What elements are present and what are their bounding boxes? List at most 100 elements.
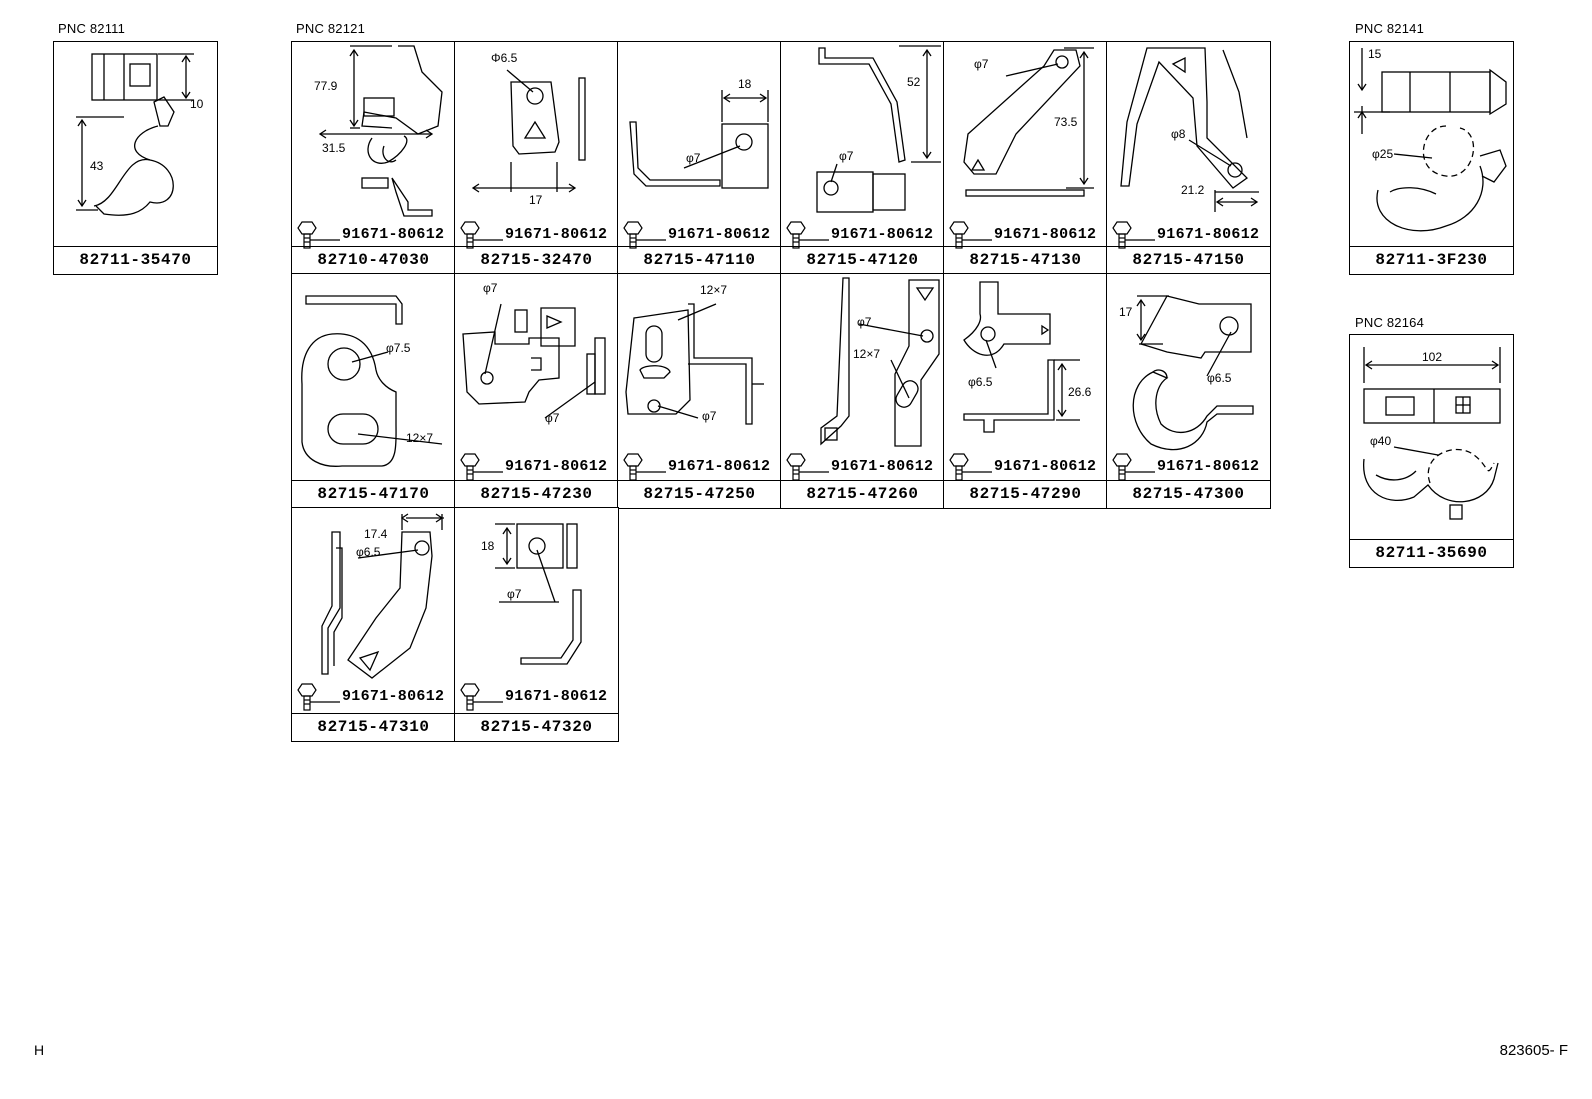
- bracket-drawing: φ7 φ7: [462, 281, 606, 425]
- part-cell-82715-47260[interactable]: φ7 12×7 91671-80612 82715-47260: [780, 273, 945, 509]
- dim-label: φ25: [1372, 147, 1393, 161]
- dim-label: φ7: [545, 411, 560, 425]
- bolt-icon: [460, 221, 503, 249]
- bolt-icon: [297, 221, 340, 249]
- dim-label: 17: [529, 193, 543, 207]
- part-number: 82715-47170: [292, 480, 455, 508]
- part-cell-82715-47130[interactable]: φ7 73.5 91671-80612 82715-47130: [943, 41, 1108, 275]
- dim-label: 102: [1422, 350, 1442, 364]
- bolt-row: 91671-80612: [459, 220, 619, 250]
- bolt-icon: [297, 683, 340, 711]
- dim-label: 21.2: [1181, 183, 1205, 197]
- part-number: 82715-47290: [944, 480, 1107, 508]
- bolt-icon: [623, 453, 666, 481]
- part-cell-82715-47300[interactable]: 17 φ6.5 91671-80612 82715-47300: [1106, 273, 1271, 509]
- bolt-row: 91671-80612: [948, 452, 1108, 482]
- bracket-drawing: φ6.5 26.6: [963, 281, 1092, 433]
- part-cell-82715-47320[interactable]: 18 φ7 91671-80612 82715-47320: [454, 507, 619, 742]
- bolt-icon: [949, 221, 992, 249]
- dim-label: φ8: [1171, 127, 1186, 141]
- bolt-part-number: 91671-80612: [505, 458, 608, 475]
- clamp-drawing: 102 φ40: [1363, 347, 1501, 520]
- clamp-drawing: 15 φ25: [1354, 47, 1507, 232]
- part-number: 82715-47310: [292, 713, 455, 741]
- bolt-part-number: 91671-80612: [831, 458, 934, 475]
- bolt-part-number: 91671-80612: [505, 226, 608, 243]
- clamp-drawing: 10 43: [76, 53, 204, 216]
- bracket-drawing: 18 φ7: [629, 77, 769, 189]
- footer-left-code: H: [34, 1042, 45, 1058]
- part-cell-82715-47290[interactable]: φ6.5 26.6 91671-80612 82715-47290: [943, 273, 1108, 509]
- dim-label: 17.4: [364, 527, 388, 541]
- part-number: 82715-47320: [455, 713, 618, 741]
- part-number: 82715-47250: [618, 480, 781, 508]
- dim-label: 77.9: [314, 79, 338, 93]
- dim-label: φ7.5: [386, 341, 411, 355]
- dim-label: φ7: [857, 315, 872, 329]
- dim-label: 31.5: [322, 141, 346, 155]
- bracket-drawing: 52 φ7: [816, 45, 941, 213]
- dim-label: 10: [190, 97, 204, 111]
- bolt-icon: [623, 221, 666, 249]
- bolt-row: 91671-80612: [948, 220, 1108, 250]
- dim-label: 15: [1368, 47, 1382, 61]
- part-cell-82715-47230[interactable]: φ7 φ7 91671-80612 82715-47230: [454, 273, 619, 509]
- part-cell-82715-47310[interactable]: 17.4 φ6.5 91671-80612 82715-47310: [291, 507, 456, 742]
- dim-label: φ6.5: [968, 375, 993, 389]
- part-cell-82711-35690[interactable]: 102 φ40 82711-35690: [1349, 334, 1514, 568]
- part-cell-82715-32470[interactable]: Φ6.5 17 91671-80612 82715-32470: [454, 41, 619, 275]
- dim-label: 17: [1119, 305, 1133, 319]
- dim-label: 43: [90, 159, 104, 173]
- part-cell-82711-35470[interactable]: 10 43 82711-35470: [53, 41, 218, 275]
- bolt-icon: [786, 221, 829, 249]
- bolt-icon: [786, 453, 829, 481]
- bolt-row: 91671-80612: [785, 220, 945, 250]
- bolt-icon: [460, 683, 503, 711]
- bolt-part-number: 91671-80612: [994, 226, 1097, 243]
- part-number: 82711-3F230: [1350, 246, 1513, 274]
- part-number: 82715-47120: [781, 246, 944, 274]
- bolt-row: 91671-80612: [1111, 220, 1271, 250]
- dim-label: φ7: [974, 57, 989, 71]
- bolt-part-number: 91671-80612: [505, 688, 608, 705]
- dim-label: φ7: [702, 409, 717, 423]
- bolt-part-number: 91671-80612: [994, 458, 1097, 475]
- bolt-icon: [1112, 453, 1155, 481]
- dim-label: 26.6: [1068, 385, 1092, 399]
- dim-label: φ40: [1370, 434, 1391, 448]
- bolt-row: 91671-80612: [296, 220, 456, 250]
- part-cell-82715-47110[interactable]: 18 φ7 91671-80612 82715-47110: [617, 41, 782, 275]
- bracket-drawing: φ7.5 12×7: [301, 295, 443, 467]
- dim-label: 12×7: [406, 431, 433, 445]
- bolt-row: 91671-80612: [296, 682, 456, 712]
- bolt-part-number: 91671-80612: [668, 226, 771, 243]
- part-cell-82710-47030[interactable]: 77.9 31.5 91671-80612 82710-47030: [291, 41, 456, 275]
- bracket-drawing: φ7 12×7: [820, 277, 940, 447]
- bolt-row: 91671-80612: [622, 452, 782, 482]
- dim-label: 52: [907, 75, 921, 89]
- bracket-drawing: Φ6.5 17: [471, 51, 586, 207]
- dim-label: φ7: [507, 587, 522, 601]
- dim-label: 18: [481, 539, 495, 553]
- dim-label: 12×7: [700, 283, 727, 297]
- bolt-part-number: 91671-80612: [1157, 458, 1260, 475]
- dim-label: 73.5: [1054, 115, 1078, 129]
- part-cell-82715-47170[interactable]: φ7.5 12×7 82715-47170: [291, 273, 456, 509]
- dim-label: 12×7: [853, 347, 880, 361]
- pnc-label-82141: PNC 82141: [1355, 21, 1425, 36]
- part-number: 82710-47030: [292, 246, 455, 274]
- bolt-icon: [1112, 221, 1155, 249]
- bolt-part-number: 91671-80612: [668, 458, 771, 475]
- bolt-row: 91671-80612: [622, 220, 782, 250]
- dim-label: φ6.5: [356, 545, 381, 559]
- pnc-label-82164: PNC 82164: [1355, 315, 1425, 330]
- part-cell-82715-47150[interactable]: φ8 21.2 91671-80612 82715-47150: [1106, 41, 1271, 275]
- bolt-row: 91671-80612: [785, 452, 945, 482]
- bolt-part-number: 91671-80612: [342, 226, 445, 243]
- bracket-drawing: φ7 73.5: [963, 47, 1094, 197]
- bracket-drawing: 17.4 φ6.5: [321, 513, 444, 679]
- bolt-part-number: 91671-80612: [831, 226, 934, 243]
- part-cell-82715-47120[interactable]: 52 φ7 91671-80612 82715-47120: [780, 41, 945, 275]
- part-cell-82711-3F230[interactable]: 15 φ25 82711-3F230: [1349, 41, 1514, 275]
- part-cell-82715-47250[interactable]: 12×7 φ7 91671-80612 82715-47250: [617, 273, 782, 509]
